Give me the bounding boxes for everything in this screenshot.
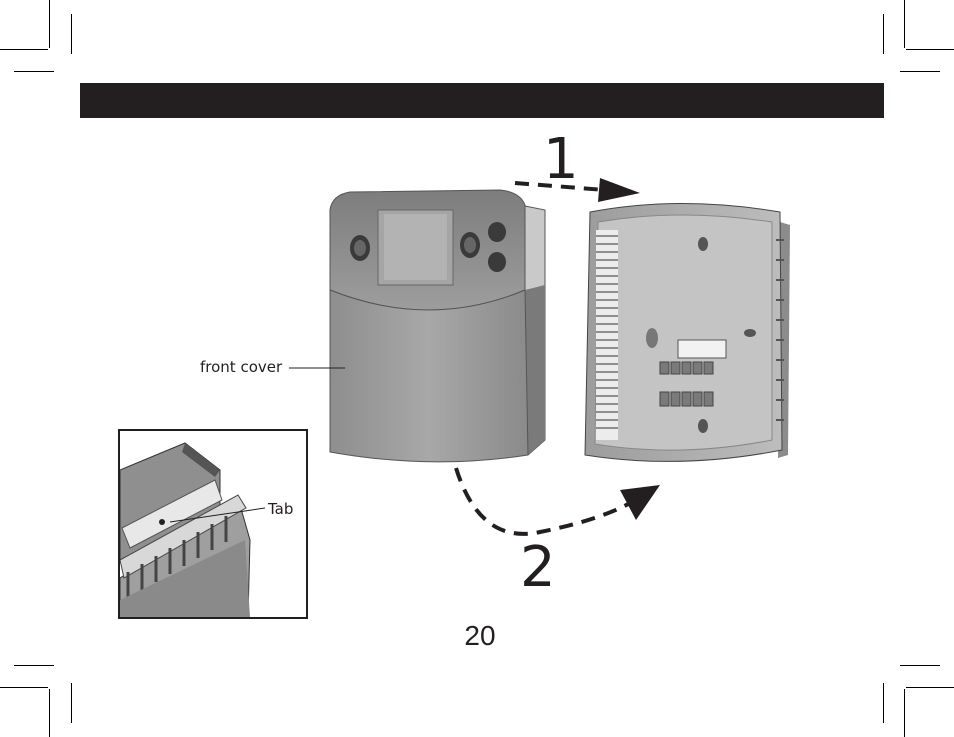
step-number-2: 2 [520,540,556,596]
step-number-1: 1 [543,132,579,188]
step2-arrow [456,468,632,534]
front-cover-label: front cover [200,358,282,376]
page-number: 20 [430,620,530,652]
wall-plate [585,204,790,462]
thermostat-device [330,190,545,462]
tab-label: Tab [268,500,293,518]
tab-detail-inset [119,430,307,618]
